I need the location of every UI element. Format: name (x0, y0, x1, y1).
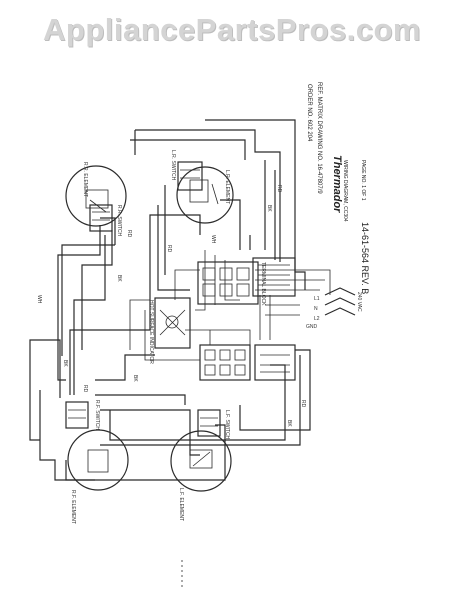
switch-rf-label: R.F. SWITCH (94, 400, 100, 430)
burner-rf: R.F. ELEMENT (67, 429, 129, 524)
order-number-line: ORDER NO. 602 204 (306, 84, 312, 142)
terminal-block-label: TERMINAL BLOCK (260, 262, 266, 306)
terminal-strip-right (252, 257, 296, 297)
wire-label: RD (300, 400, 306, 408)
supply-arrows: 240 VAC L1 N L2 GND (306, 287, 362, 330)
burner-lr: L.R. ELEMENT (176, 166, 234, 224)
wire-label: BK (286, 420, 292, 427)
wire-labels: BK RD WH BK RD BK RD WH BK RD BK RD (36, 185, 306, 427)
burner-rf-label: R.F. ELEMENT (70, 490, 76, 524)
switch-lf-label: L.F. SWITCH (224, 410, 230, 440)
switch-lr: L.R. SWITCH (170, 150, 203, 191)
burner-rr-label: R.R. ELEMENT (82, 162, 88, 197)
burner-rr: R.R. ELEMENT (65, 162, 127, 227)
title-block: Thermador REF. MATRIX DRAWING NO. 16-478… (306, 82, 370, 294)
wire-label: BK (266, 205, 272, 212)
diagram-name-line: WIRING DIAGRAM, CC304 (342, 160, 348, 222)
burner-lf-label: L.F. ELEMENT (178, 488, 184, 521)
outer-wiring (29, 119, 311, 481)
supply-label-n: N (314, 306, 318, 312)
wire-label: RD (276, 185, 282, 193)
watermark-text: AppliancePartsPros.com (43, 12, 421, 47)
hot-surface-indicator: HOT SURFACE INDICATOR (148, 297, 191, 364)
wire-label: WH (36, 295, 42, 304)
internal-wiring (129, 250, 331, 361)
wire-label: WH (210, 235, 216, 244)
burner-lr-label: L.R. ELEMENT (224, 170, 230, 204)
brand-name: Thermador (331, 155, 343, 213)
switch-rf: R.F. SWITCH (65, 400, 100, 430)
wire-label: RD (166, 245, 172, 253)
wire-label: BK (62, 360, 68, 367)
wire-label: BK (132, 375, 138, 382)
ref-drawing-line: REF. MATRIX DRAWING NO. 16-47807/9 (316, 82, 322, 194)
switch-lf: L.F. SWITCH (197, 409, 230, 440)
page-number-line: PAGE NO. 1 OF 1 (360, 160, 366, 201)
supply-label-l2: L2 (314, 316, 320, 322)
document-number: 14-61-564 REV. B (360, 222, 370, 294)
burner-lf: L.F. ELEMENT (170, 430, 232, 521)
terminal-block: TERMINAL BLOCK (197, 261, 266, 306)
supply-label-l1: L1 (314, 296, 320, 302)
wire-label: RD (82, 385, 88, 393)
supply-label-gnd: GND (306, 324, 318, 330)
relay-block-right (254, 344, 296, 381)
switch-rr: R.R. SWITCH (89, 204, 122, 236)
wire-label: RD (126, 230, 132, 238)
relay-block (199, 344, 251, 381)
supply-voltage: 240 VAC (356, 292, 362, 312)
wire-label: BK (116, 275, 122, 282)
switch-rr-label: R.R. SWITCH (116, 205, 122, 236)
hot-indicator-label: HOT SURFACE INDICATOR (148, 300, 154, 364)
switch-lr-label: L.R. SWITCH (170, 150, 176, 181)
